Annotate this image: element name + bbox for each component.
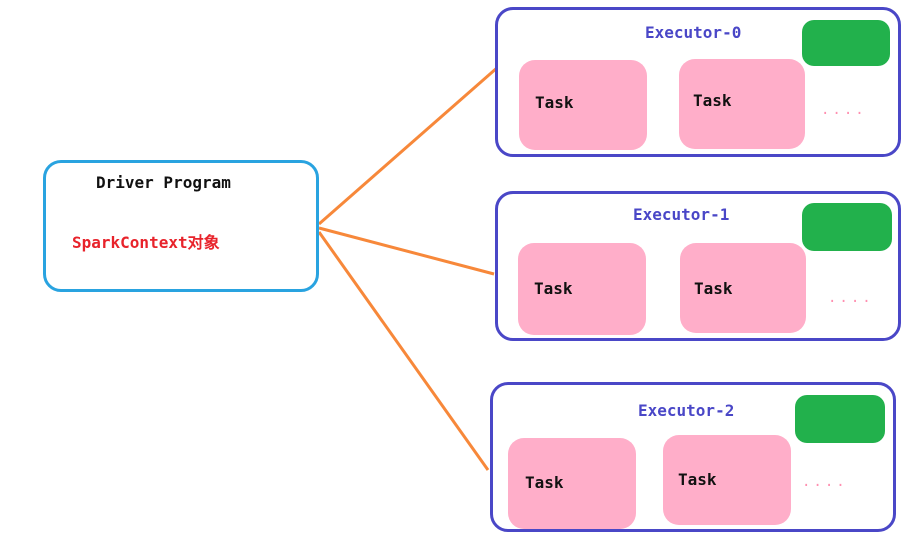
connector-to-executor-2 [317, 231, 490, 471]
executor-0-more: .... [821, 102, 867, 118]
executor-0-task-1: Task [519, 60, 647, 150]
executor-2-task-1: Task [508, 438, 636, 529]
connector-to-executor-0 [318, 65, 499, 226]
executor-2-task-1-label: Task [525, 473, 564, 492]
executor-2-task-2: Task [663, 435, 791, 525]
executor-1-title: Executor-1 [633, 205, 730, 224]
executor-1-task-2-label: Task [694, 279, 733, 298]
connector-to-executor-1 [318, 226, 495, 276]
executor-1-slot [802, 203, 892, 251]
driver-program-title: Driver Program [96, 173, 231, 192]
executor-2-title: Executor-2 [638, 401, 735, 420]
executor-2-slot [795, 395, 885, 443]
executor-0-task-2-label: Task [693, 91, 732, 110]
executor-2-more: .... [802, 474, 848, 490]
executor-1-box: Executor-1 Task Task .... [495, 191, 901, 341]
executor-1-task-2: Task [680, 243, 806, 333]
executor-1-task-1: Task [518, 243, 646, 335]
executor-2-task-2-label: Task [678, 470, 717, 489]
executor-0-slot [802, 20, 890, 66]
executor-0-title: Executor-0 [645, 23, 742, 42]
spark-context-label: SparkContext对象 [72, 233, 220, 252]
executor-2-box: Executor-2 Task Task .... [490, 382, 896, 532]
executor-0-box: Executor-0 Task Task .... [495, 7, 901, 157]
executor-1-task-1-label: Task [534, 279, 573, 298]
executor-0-task-1-label: Task [535, 93, 574, 112]
executor-1-more: .... [828, 290, 874, 306]
driver-program-box: Driver Program SparkContext对象 [43, 160, 319, 292]
executor-0-task-2: Task [679, 59, 805, 149]
